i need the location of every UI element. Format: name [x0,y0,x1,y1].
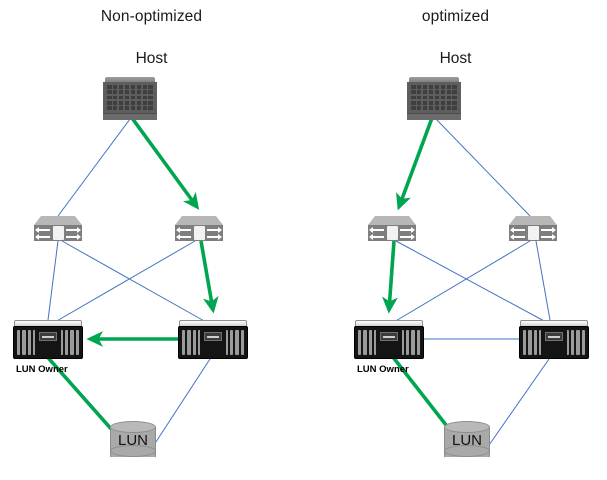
host-base [407,113,461,120]
switch-arrow-out-1 [66,227,81,233]
switch-arrow-in-1 [35,227,50,233]
green-arrow-switchb-to-arrayb [199,240,219,314]
lun-owner-label-left: LUN Owner [16,364,68,375]
lun-cylinder-bottom [444,445,490,457]
host-top-face [105,77,155,83]
lun-cylinder-top [110,421,156,433]
host-icon-left[interactable] [103,77,157,120]
lun-owner-label-right: LUN Owner [357,364,409,375]
switch-arrow-out-2 [207,234,222,240]
switch-arrow-in-1 [176,227,191,233]
green-path-left [41,116,219,451]
lun-icon-right[interactable]: LUN [444,421,490,461]
lun-cylinder-bottom [110,445,156,457]
lun-label-right: LUN [451,432,482,449]
host-front-face [103,82,157,113]
switch-arrow-out-1 [541,227,556,233]
switch-arrow-out-2 [400,234,415,240]
switch-top-face [368,216,416,225]
lun-icon-left[interactable]: LUN [110,421,156,461]
switch-icon-right-b[interactable] [509,216,557,241]
green-arrow-host-to-switcha [396,117,434,211]
switch-icon-right-a[interactable] [368,216,416,241]
switch-top-face [175,216,223,225]
switch-arrow-out-1 [207,227,222,233]
array-drive-indicator [380,332,398,341]
edge-layer-right [382,117,551,451]
switch-arrow-in-2 [369,234,384,240]
green-arrow-switcha-to-arraya [382,240,398,314]
switch-top-face [509,216,557,225]
blue-links-left [47,118,211,449]
storage-array-icon-right-a[interactable] [354,320,424,360]
array-drive-indicator [204,332,222,341]
switch-arrow-out-2 [66,234,81,240]
storage-array-icon-left-a[interactable] [13,320,83,360]
switch-arrow-out-2 [541,234,556,240]
array-drive-indicator [39,332,57,341]
blue-links-right [393,118,551,449]
switch-port-indicator [53,226,64,240]
switch-arrow-in-2 [35,234,50,240]
lun-label-left: LUN [117,432,148,449]
panel-title-non-optimized: Non-optimized [100,8,203,25]
switch-arrow-in-2 [176,234,191,240]
host-label-left: Host [135,50,168,67]
switch-icon-left-a[interactable] [34,216,82,241]
panel-non-optimized: Non-optimized Host [0,0,303,480]
switch-arrow-out-1 [400,227,415,233]
host-base [103,113,157,120]
host-vent-grid [107,85,153,110]
switch-arrow-in-1 [369,227,384,233]
array-drive-indicator [545,332,563,341]
panel-optimized: optimized Host [304,0,607,480]
host-front-face [407,82,461,113]
switch-port-indicator [194,226,205,240]
host-top-face [409,77,459,83]
host-label-right: Host [439,50,472,67]
storage-array-icon-right-b[interactable] [519,320,589,360]
green-path-right [382,117,467,451]
switch-arrow-in-2 [510,234,525,240]
host-icon-right[interactable] [407,77,461,120]
host-vent-grid [411,85,457,110]
switch-top-face [34,216,82,225]
switch-icon-left-b[interactable] [175,216,223,241]
switch-port-indicator [528,226,539,240]
switch-arrow-in-1 [510,227,525,233]
switch-port-indicator [387,226,398,240]
green-arrow-host-to-switchb [130,116,200,210]
lun-cylinder-top [444,421,490,433]
storage-array-icon-left-b[interactable] [178,320,248,360]
panel-title-optimized: optimized [421,8,490,25]
